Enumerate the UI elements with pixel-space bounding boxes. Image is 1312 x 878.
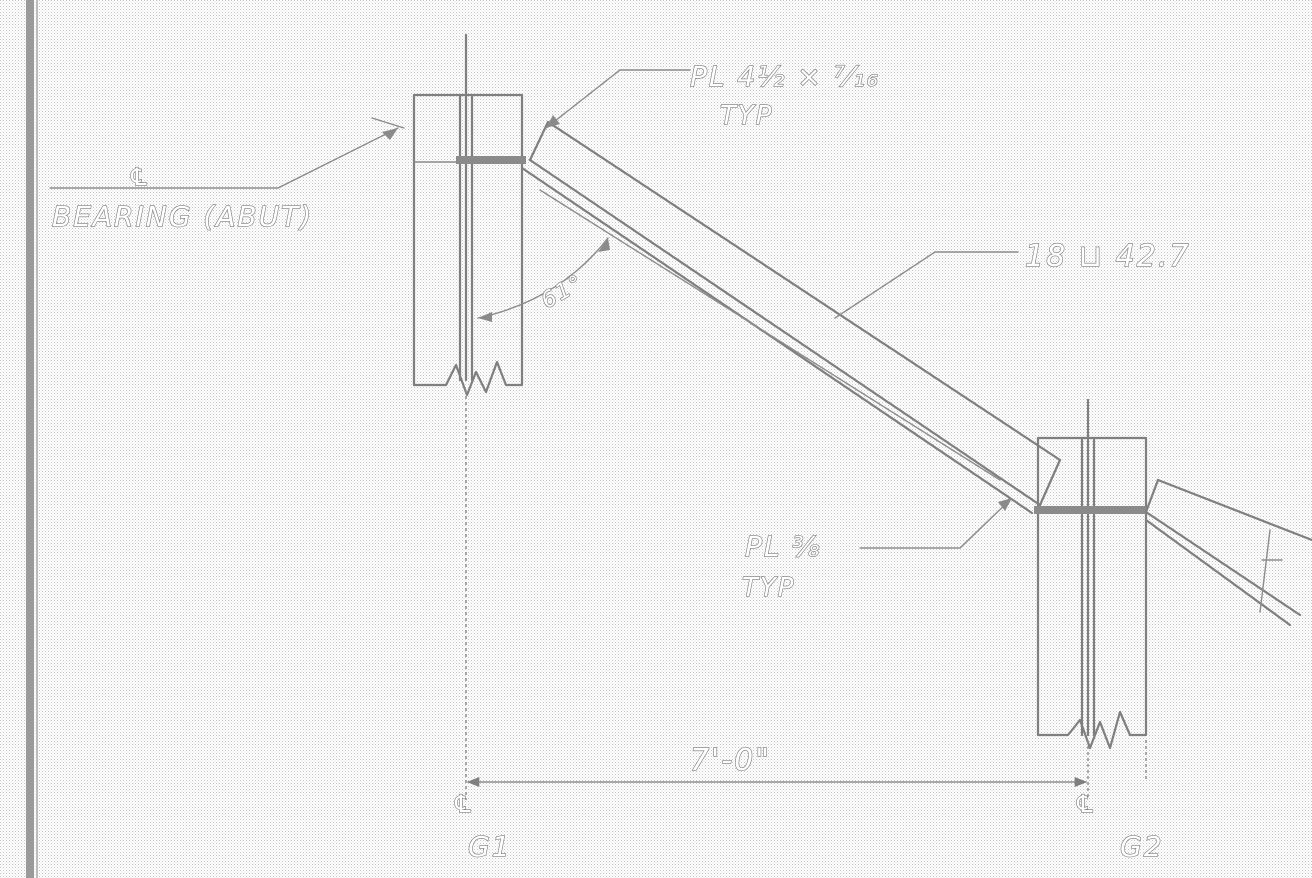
g1-label: G1 [468,830,512,863]
g2-centerline-mark: ℄ [1074,790,1098,818]
dimension-label: 7'-0" [690,743,771,778]
sheet-border-line [26,0,34,878]
girder-g2 [1034,398,1148,750]
top-plate-label: PL 4½ × ⁷⁄₁₆ [690,60,880,93]
top-typ-label: TYP [720,101,773,131]
bearing-label: BEARING (ABUT) [52,200,313,233]
dimension-line [465,390,1147,800]
girder-g1 [412,33,526,397]
bottom-plate-label: PL ⅜ [745,530,822,563]
g2-label: G2 [1120,830,1164,863]
channel-member-label: 18 ⊔ 42.7 [1025,239,1190,274]
diagonal-channel-member [520,120,1312,627]
g1-centerline-mark: ℄ [452,790,476,818]
sheet-border-inner [36,0,38,878]
bottom-typ-label: TYP [742,573,795,603]
leader-lines [49,69,1019,549]
bearing-centerline-mark: ℄ [128,163,152,191]
